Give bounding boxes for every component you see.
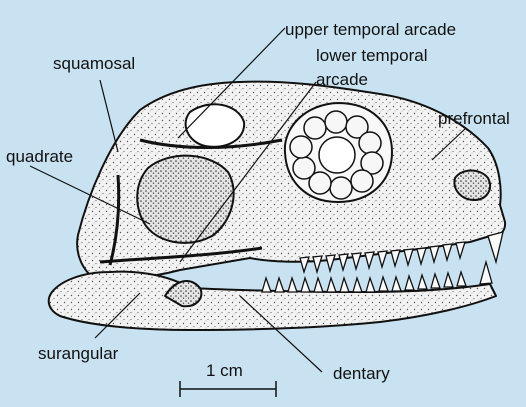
label-quadrate: quadrate: [6, 148, 73, 166]
lower-jaw: [49, 272, 496, 330]
leader-squamosal: [100, 80, 118, 152]
label-surangular: surangular: [38, 345, 118, 363]
label-lower-temporal-line1: lower temporal: [316, 47, 428, 65]
label-lower-temporal-line2: arcade: [316, 71, 368, 89]
lower-temporal-fenestra: [137, 156, 233, 243]
mandible-outline: [49, 272, 496, 330]
label-upper-temporal-arcade: upper temporal arcade: [285, 21, 456, 39]
upper-temporal-fenestra: [186, 104, 245, 147]
nostril: [454, 171, 490, 201]
label-dentary: dentary: [333, 365, 390, 383]
scale-bar: [180, 381, 276, 397]
scale-bar-label: 1 cm: [206, 361, 243, 381]
label-squamosal: squamosal: [53, 55, 135, 73]
label-prefrontal: prefrontal: [438, 110, 510, 128]
